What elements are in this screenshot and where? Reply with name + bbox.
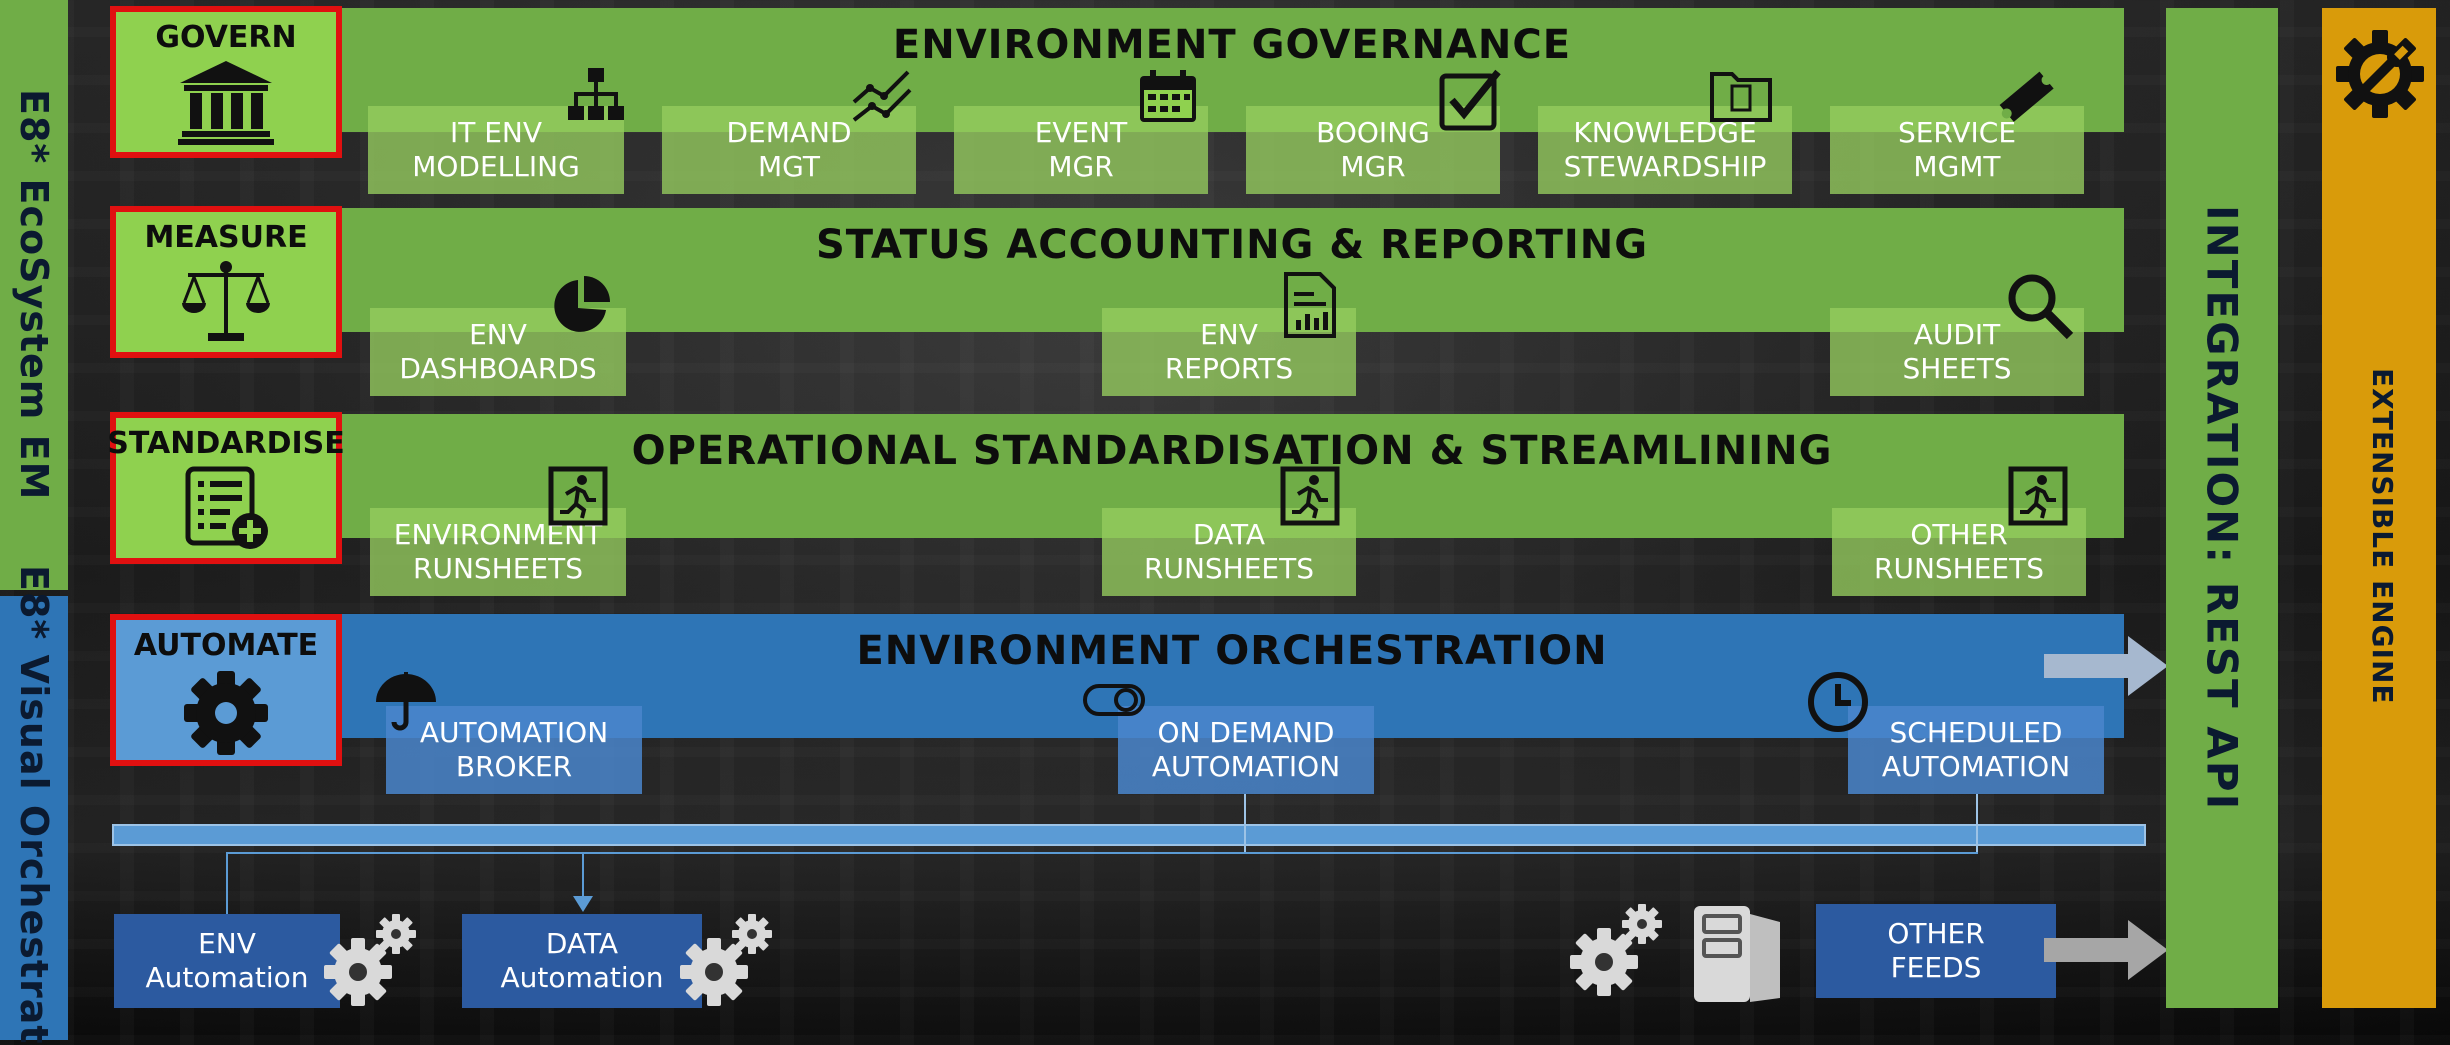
ticket-icon <box>1999 71 2054 122</box>
env-automation-box[interactable]: ENV Automation <box>114 914 340 1008</box>
connector-line <box>226 852 228 914</box>
extensible-engine-panel: EXTENSIBLE ENGINE <box>2322 8 2436 1008</box>
booing-mgr-box[interactable]: BOOING MGR <box>1246 106 1500 194</box>
it-env-modelling-box[interactable]: IT ENV MODELLING <box>368 106 624 194</box>
connector-line <box>582 852 584 902</box>
line-chart-icon <box>852 70 912 122</box>
arrow-right-icon <box>2044 636 2168 696</box>
calendar-icon <box>1140 70 1196 122</box>
data-runsheets-box[interactable]: DATA RUNSHEETS <box>1102 508 1356 596</box>
scales-icon <box>182 261 270 341</box>
gears-icon <box>1570 904 1662 996</box>
umbrella-icon <box>376 672 436 731</box>
arrow-down-icon <box>573 896 593 912</box>
integration-label: INTEGRATION: REST API <box>2197 204 2247 812</box>
knowledge-stewardship-box[interactable]: KNOWLEDGE STEWARDSHIP <box>1538 106 1792 194</box>
data-automation-box[interactable]: DATA Automation <box>462 914 702 1008</box>
folder-icon <box>1710 72 1772 122</box>
engine-label: EXTENSIBLE ENGINE <box>2366 368 2399 705</box>
checkbox-icon <box>1439 69 1501 131</box>
govern-label: GOVERN <box>155 20 297 55</box>
gears-icon <box>324 914 416 1006</box>
bank-icon <box>178 61 274 145</box>
governance-band: ENVIRONMENT GOVERNANCE <box>340 8 2124 132</box>
scheduled-automation-box[interactable]: SCHEDULED AUTOMATION <box>1848 706 2104 794</box>
other-feeds-box[interactable]: OTHER FEEDS <box>1816 904 2056 998</box>
integration-rest-api-panel: INTEGRATION: REST API <box>2166 8 2278 1008</box>
gear-icon <box>184 671 268 755</box>
status-accounting-title: STATUS ACCOUNTING & REPORTING <box>815 222 1649 268</box>
measure-category[interactable]: MEASURE <box>110 206 342 358</box>
toggle-icon <box>1083 684 1145 716</box>
operational-standardisation-title: OPERATIONAL STANDARDISATION & STREAMLINI… <box>631 428 1833 474</box>
demand-mgt-box[interactable]: DEMAND MGT <box>662 106 916 194</box>
env-dashboards-box[interactable]: ENV DASHBOARDS <box>370 308 626 396</box>
connector-line <box>1244 794 1246 854</box>
connector-line <box>1976 794 1978 854</box>
service-mgmt-box[interactable]: SERVICE MGMT <box>1830 106 2084 194</box>
ecosystem-label: E8* EcoSystem EM <box>12 89 56 501</box>
hierarchy-icon <box>568 68 624 120</box>
governance-title: ENVIRONMENT GOVERNANCE <box>892 22 1572 68</box>
environment-orchestration-title: ENVIRONMENT ORCHESTRATION <box>856 628 1608 674</box>
govern-category[interactable]: GOVERN <box>110 6 342 158</box>
pie-chart-icon <box>554 276 610 332</box>
standardise-category[interactable]: STANDARDISE <box>107 412 345 564</box>
server-icon <box>1694 906 1780 1002</box>
runner-icon <box>548 466 608 526</box>
report-icon <box>1284 272 1336 338</box>
visual-orchestrate-label: E8* Visual Orchestrate <box>12 564 56 1045</box>
connector-line <box>226 852 1978 854</box>
search-icon <box>2008 274 2074 340</box>
env-reports-box[interactable]: ENV REPORTS <box>1102 308 1356 396</box>
arrow-right-icon <box>2044 920 2168 980</box>
automate-label: AUTOMATE <box>133 628 319 663</box>
audit-sheets-box[interactable]: AUDIT SHEETS <box>1830 308 2084 396</box>
standardise-label: STANDARDISE <box>107 426 345 461</box>
wrench-gear-icon <box>2336 30 2424 118</box>
automate-category[interactable]: AUTOMATE <box>110 614 342 766</box>
on-demand-automation-box[interactable]: ON DEMAND AUTOMATION <box>1118 706 1374 794</box>
automation-broker-box[interactable]: AUTOMATION BROKER <box>386 706 642 794</box>
runner-icon <box>1280 466 1340 526</box>
ecosystem-bar: E8* EcoSystem EM <box>0 0 68 590</box>
gears-icon <box>680 914 772 1006</box>
measure-label: MEASURE <box>144 220 308 255</box>
runner-icon <box>2008 466 2068 526</box>
visual-orchestrate-bar: E8* Visual Orchestrate <box>0 565 68 1045</box>
checklist-icon <box>185 466 268 549</box>
clock-icon <box>1808 672 1868 732</box>
orchestration-bus <box>112 824 2146 846</box>
